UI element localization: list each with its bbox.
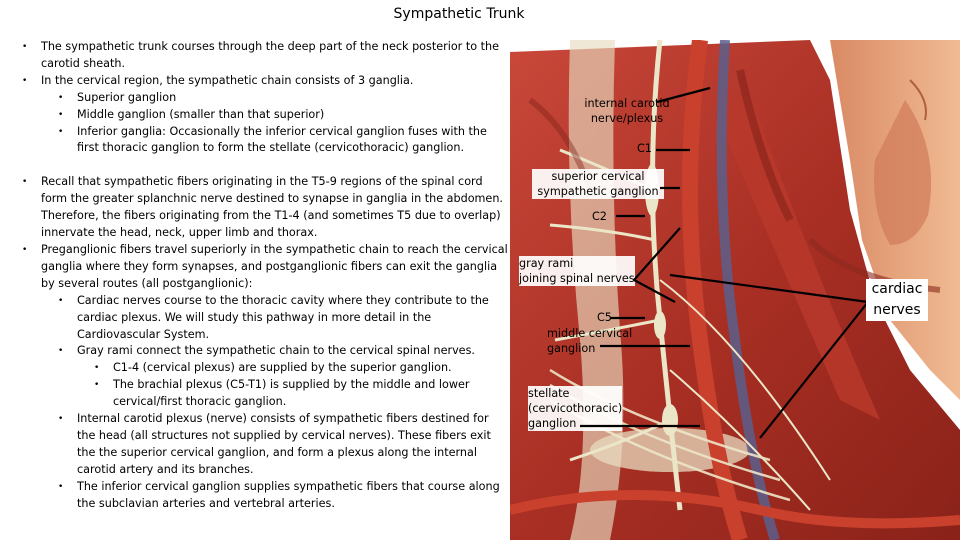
- label-stellate: stellate (cervicothoracic) ganglion: [528, 386, 623, 431]
- bullet-brachial-plexus: The brachial plexus (C5-T1) is supplied …: [22, 377, 508, 411]
- label-middle-cervical: middle cervical ganglion: [547, 327, 633, 355]
- bullet-superior-ganglion: Superior ganglion: [22, 90, 508, 107]
- bullet-middle-ganglion: Middle ganglion (smaller than that super…: [22, 107, 508, 124]
- label-superior-cervical: superior cervical sympathetic ganglion: [532, 169, 664, 199]
- bullet-gray-rami: Gray rami connect the sympathetic chain …: [22, 343, 508, 360]
- bullet-cardiac-nerves: Cardiac nerves course to the thoracic ca…: [22, 293, 508, 344]
- label-internal-carotid: internal carotid nerve/plexus: [584, 97, 670, 125]
- page-title: Sympathetic Trunk: [393, 6, 525, 22]
- label-cardiac-nerves: cardiac nerves: [866, 279, 928, 321]
- label-c1: C1: [637, 142, 652, 155]
- bullet-recall-splanchnic: Recall that sympathetic fibers originati…: [22, 174, 508, 242]
- spacer: [22, 157, 508, 174]
- bullet-inferior-ganglia: Inferior ganglia: Occasionally the infer…: [22, 124, 508, 158]
- bullet-c1-4: C1-4 (cervical plexus) are supplied by t…: [22, 360, 508, 377]
- notes-text: The sympathetic trunk courses through th…: [22, 39, 508, 512]
- bullet-list: The sympathetic trunk courses through th…: [22, 39, 508, 512]
- bullet-cervical-ganglia: In the cervical region, the sympathetic …: [22, 73, 508, 90]
- bullet-trunk-course: The sympathetic trunk courses through th…: [22, 39, 508, 73]
- label-gray-rami: gray rami joining spinal nerves: [519, 256, 635, 286]
- label-c5: C5: [597, 311, 612, 324]
- neck-anatomy-illustration: internal carotid nerve/plexus C1 superio…: [510, 40, 960, 540]
- bullet-internal-carotid: Internal carotid plexus (nerve) consists…: [22, 411, 508, 479]
- label-c2: C2: [592, 210, 607, 223]
- bullet-inferior-supplies: The inferior cervical ganglion supplies …: [22, 479, 508, 513]
- bullet-preganglionic: Preganglionic fibers travel superiorly i…: [22, 242, 508, 293]
